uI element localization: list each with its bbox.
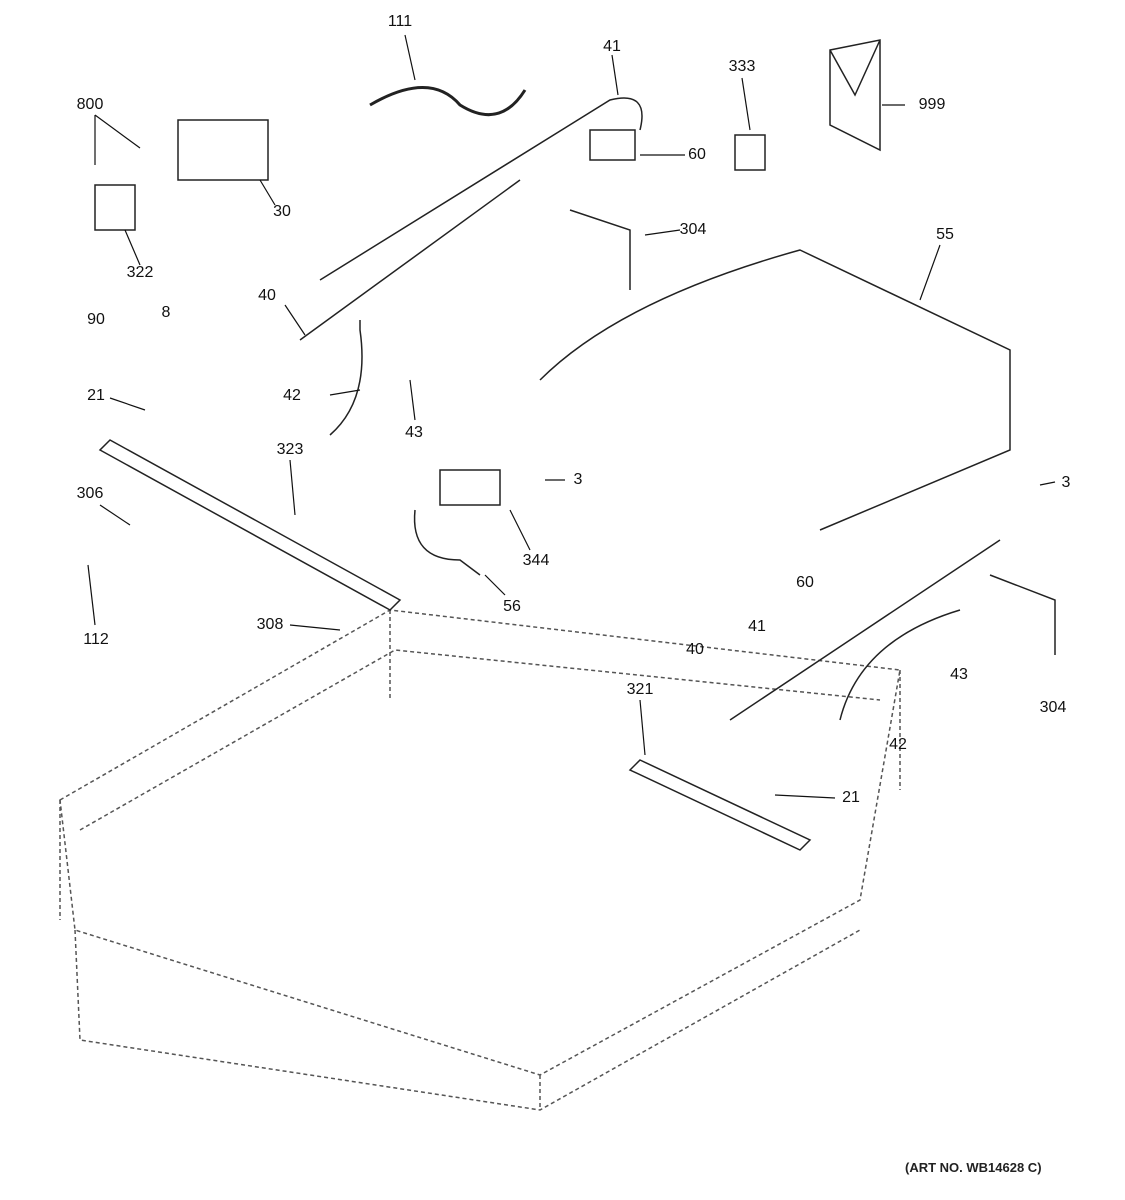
callout-344: 344 (522, 552, 550, 569)
callout-41b: 41 (748, 618, 766, 635)
leader-lines (87, 34, 1056, 799)
callout-308: 308 (256, 616, 284, 633)
manifold-321 (628, 759, 812, 851)
tube-42 (329, 320, 363, 436)
callout-42b: 42 (889, 736, 907, 753)
tube-56 (413, 509, 481, 576)
callout-40: 40 (258, 287, 276, 304)
callout-304b: 304 (1039, 699, 1067, 716)
pressure-switch-344 (439, 469, 501, 506)
callout-112: 112 (83, 631, 109, 648)
callout-3b: 3 (1061, 474, 1071, 491)
callout-43b: 43 (950, 666, 968, 683)
callout-90: 90 (87, 311, 105, 328)
chassis-outline (59, 609, 901, 1111)
callout-999: 999 (918, 96, 946, 113)
regulator-333 (734, 134, 766, 171)
callout-41: 41 (603, 38, 621, 55)
callout-322: 322 (126, 264, 154, 281)
callout-42: 42 (283, 387, 301, 404)
callout-8: 8 (161, 304, 171, 321)
callout-3: 3 (573, 471, 583, 488)
tube-40 (299, 179, 521, 341)
callout-40b: 40 (686, 641, 704, 658)
spark-module-30 (177, 119, 269, 181)
callout-306: 306 (76, 485, 104, 502)
tube-55 (539, 249, 1011, 531)
callout-111: 111 (387, 13, 413, 30)
callout-333: 333 (728, 58, 756, 75)
callout-30: 30 (273, 203, 291, 220)
callout-323: 323 (276, 441, 304, 458)
callout-21b: 21 (842, 789, 860, 806)
wire-111 (369, 86, 527, 117)
bracket-304 (569, 209, 1056, 655)
transformer-322 (94, 184, 136, 231)
callout-321: 321 (626, 681, 654, 698)
callout-304: 304 (679, 221, 707, 238)
callout-60b: 60 (796, 574, 814, 591)
callout-60: 60 (688, 146, 706, 163)
callout-21: 21 (87, 387, 105, 404)
callout-55: 55 (936, 226, 954, 243)
valve-60 (589, 129, 636, 161)
callout-56: 56 (503, 598, 521, 615)
tube-41 (319, 97, 643, 281)
callout-43: 43 (405, 424, 423, 441)
art-number: (ART NO. WB14628 C) (905, 1160, 1042, 1175)
tubes-right (729, 539, 1001, 721)
instructions-999 (829, 39, 881, 152)
manifold-323 (98, 439, 402, 611)
callout-800: 800 (76, 96, 104, 113)
